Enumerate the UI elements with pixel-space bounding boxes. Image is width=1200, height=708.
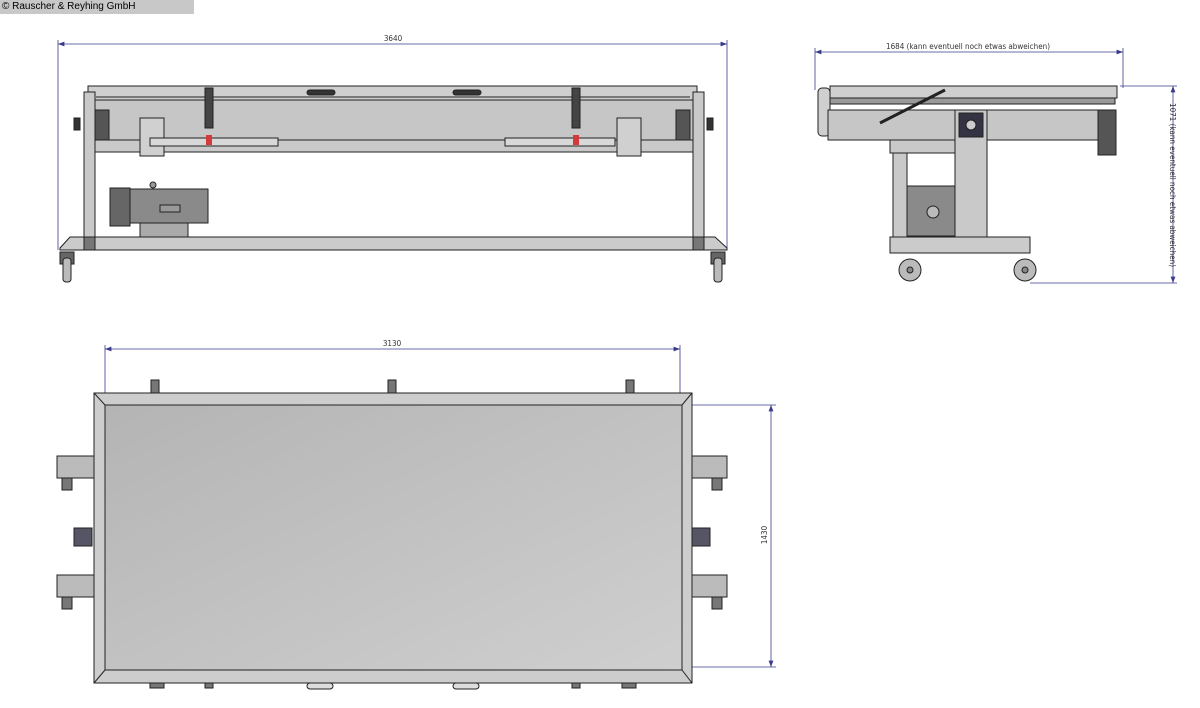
copyright-label: © Rauscher & Reyhing GmbH: [0, 0, 194, 14]
wheel: [59, 251, 75, 283]
side-view: 1684 (kann eventuell noch etwas abweiche…: [814, 42, 1177, 284]
front-view: 3640: [57, 34, 728, 283]
side-height-label: 1071 (kann eventuell noch etwas abweiche…: [1168, 103, 1177, 267]
wheel: [898, 258, 922, 282]
wheel: [1013, 258, 1037, 282]
clamp-handle-icon: [206, 135, 212, 145]
top-width-label: 1430: [760, 525, 769, 544]
top-view: 3130 1430: [56, 339, 776, 690]
front-width-label: 3640: [384, 34, 403, 43]
front-width-dimension: [57, 40, 728, 250]
side-depth-label: 1684 (kann eventuell noch etwas abweiche…: [886, 42, 1050, 51]
wheel: [710, 251, 726, 283]
top-length-label: 3130: [383, 339, 402, 348]
motor: [109, 181, 209, 238]
